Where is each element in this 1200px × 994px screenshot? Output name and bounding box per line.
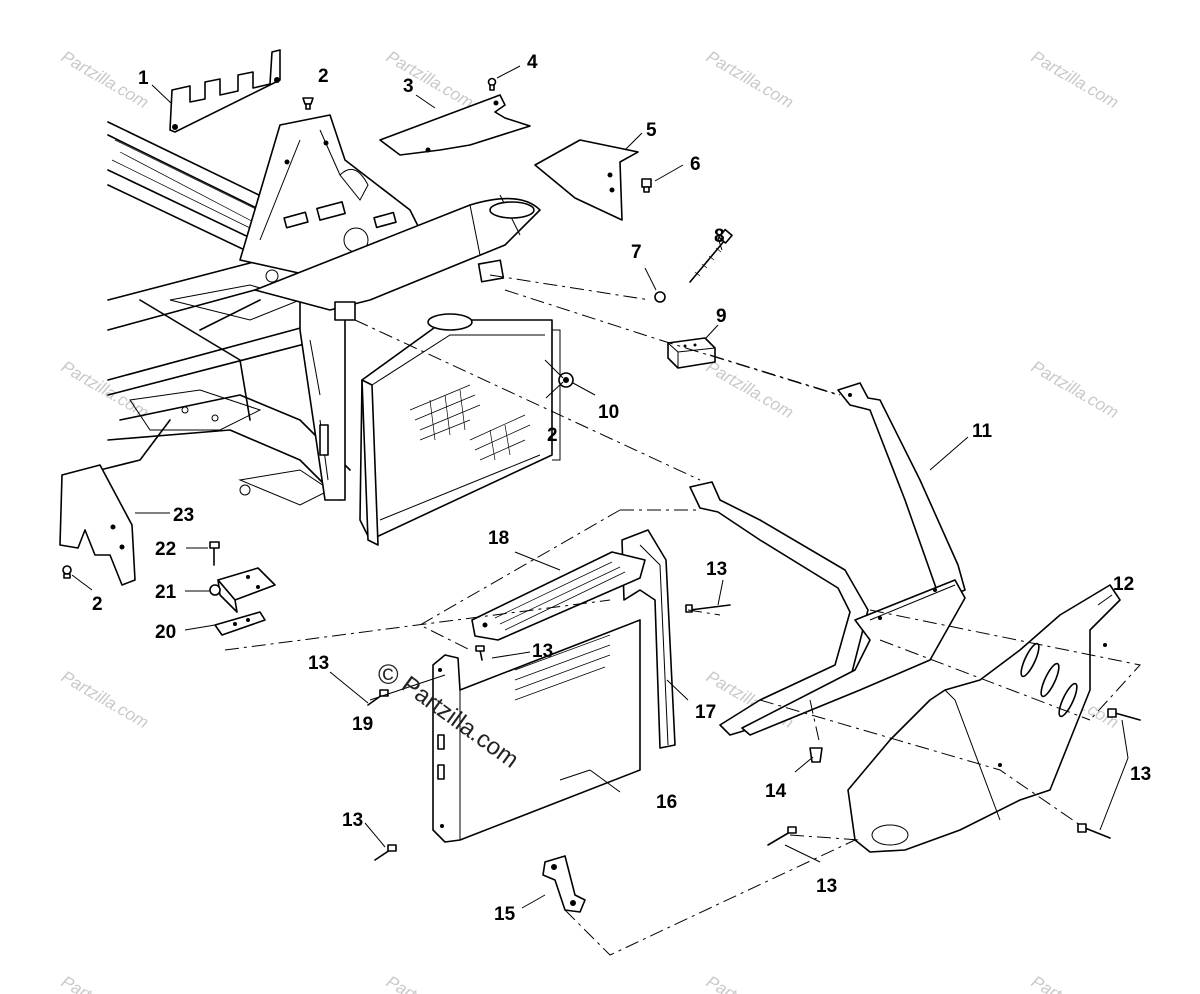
- callout-3: 3: [403, 76, 414, 97]
- part-7-washer: [654, 291, 666, 303]
- callout-21: 21: [155, 582, 177, 603]
- watermark-text: Partzilla.com: [383, 972, 477, 994]
- callout-13: 13: [308, 653, 329, 674]
- callout-8: 8: [714, 226, 725, 247]
- callout-7: 7: [631, 242, 642, 263]
- callout-18: 18: [488, 528, 509, 549]
- watermark-text: Partzilla.com: [58, 972, 152, 994]
- part-15-clip: [542, 855, 586, 913]
- callout-11: 11: [972, 421, 993, 442]
- leader-lines: [71, 65, 1141, 956]
- part-16-grille: [432, 619, 641, 843]
- part-17-side-panel: [621, 529, 676, 749]
- part-20-21-22-latch: [209, 541, 276, 636]
- part-13-rivets: [367, 604, 1141, 861]
- part-8-bolt: [689, 228, 733, 283]
- callout-12: 12: [1113, 574, 1134, 595]
- part-5-bracket: [534, 139, 639, 221]
- callout-19: 19: [352, 714, 373, 735]
- copyright-symbol: ©: [378, 659, 399, 690]
- callout-23: 23: [173, 505, 194, 526]
- part-14-screw: [809, 747, 823, 763]
- watermark-text: Partzilla.com: [703, 972, 797, 994]
- part-18-top-panel: [471, 551, 646, 641]
- watermark-text: Partzilla.com: [1028, 47, 1122, 112]
- callout-13: 13: [816, 876, 837, 897]
- callout-9: 9: [716, 306, 727, 327]
- part-11-bumper: [689, 382, 966, 736]
- callout-13: 13: [532, 641, 553, 662]
- watermark-text: Partzilla.com: [1028, 357, 1122, 422]
- callout-labels: 1 2 3 4 5 6 7 8 9 10 2 11 12 13 13 13 13…: [92, 52, 1151, 925]
- callout-6: 6: [690, 154, 701, 175]
- callout-22: 22: [155, 539, 176, 560]
- callout-2-left: 2: [92, 594, 103, 615]
- callout-14: 14: [765, 781, 787, 802]
- callout-2: 2: [318, 66, 329, 87]
- callout-10: 10: [598, 402, 619, 423]
- callout-16: 16: [656, 792, 677, 813]
- callout-4: 4: [527, 52, 538, 73]
- watermark-text: Partzilla.com: [703, 357, 797, 422]
- part-23-side-shield: [59, 464, 136, 586]
- watermark-text: Partzilla.com: [1028, 972, 1122, 994]
- callout-20: 20: [155, 622, 176, 643]
- callout-5: 5: [646, 120, 657, 141]
- callout-13: 13: [1130, 764, 1151, 785]
- part-1-plate: [169, 49, 281, 133]
- watermark-text: Partzilla.com: [703, 47, 797, 112]
- part-3-gasket: [379, 94, 531, 156]
- callout-15: 15: [494, 904, 516, 925]
- radiator: [359, 313, 561, 546]
- watermark-text: Partzilla.com: [58, 667, 152, 732]
- callout-1: 1: [138, 68, 149, 89]
- callout-2-radiator: 2: [547, 425, 558, 446]
- callout-13: 13: [706, 559, 727, 580]
- part-9-block: [667, 337, 716, 369]
- callout-17: 17: [695, 702, 716, 723]
- watermark-text: Partzilla.com: [383, 47, 477, 112]
- callout-13: 13: [342, 810, 363, 831]
- small-fasteners: [62, 77, 652, 579]
